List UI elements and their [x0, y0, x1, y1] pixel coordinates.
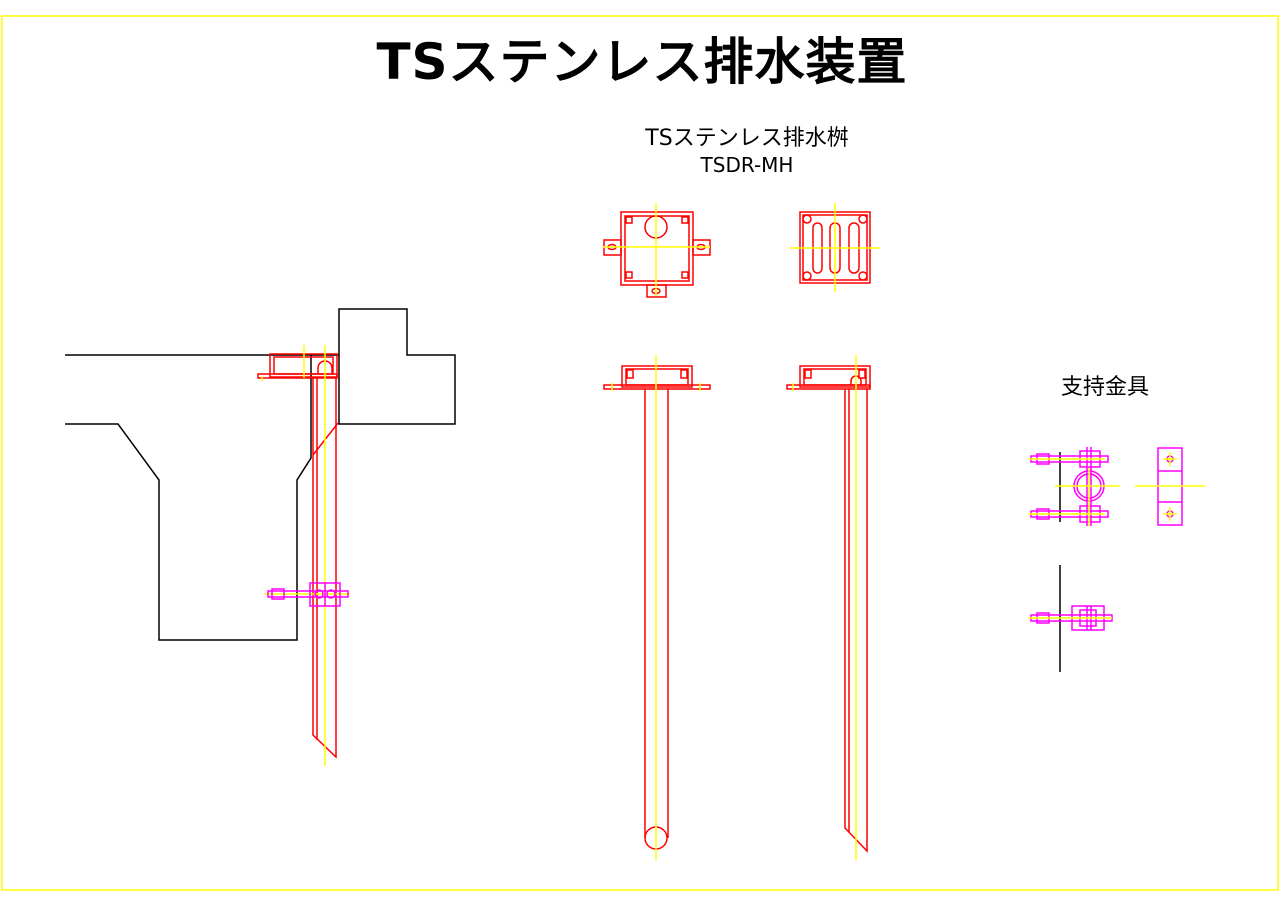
centerlines-plan-1 — [603, 203, 710, 296]
centerline-side-view — [792, 355, 857, 860]
support-clamp-side-view — [1135, 447, 1205, 526]
drain-basin-title: TSステンレス排水桝 — [645, 126, 849, 151]
centerlines-plan-2 — [790, 203, 880, 292]
drawing-title: TSステンレス排水装置 — [376, 33, 908, 91]
support-clamp-front-view — [1028, 447, 1120, 526]
installed-drain-basin — [257, 353, 339, 759]
centerlines-left — [261, 345, 350, 766]
support-clamp-top-view — [1028, 565, 1113, 672]
drawing-frame — [1, 15, 1279, 891]
basin-front-view — [603, 365, 711, 850]
basin-plan-view — [603, 211, 711, 298]
drain-basin-model: TSDR-MH — [700, 153, 794, 177]
support-fittings-title: 支持金具 — [1060, 375, 1150, 400]
concrete-section — [65, 308, 456, 641]
basin-side-view — [786, 365, 871, 853]
installed-support-clamp — [267, 582, 349, 607]
centerline-front-view — [611, 355, 701, 860]
